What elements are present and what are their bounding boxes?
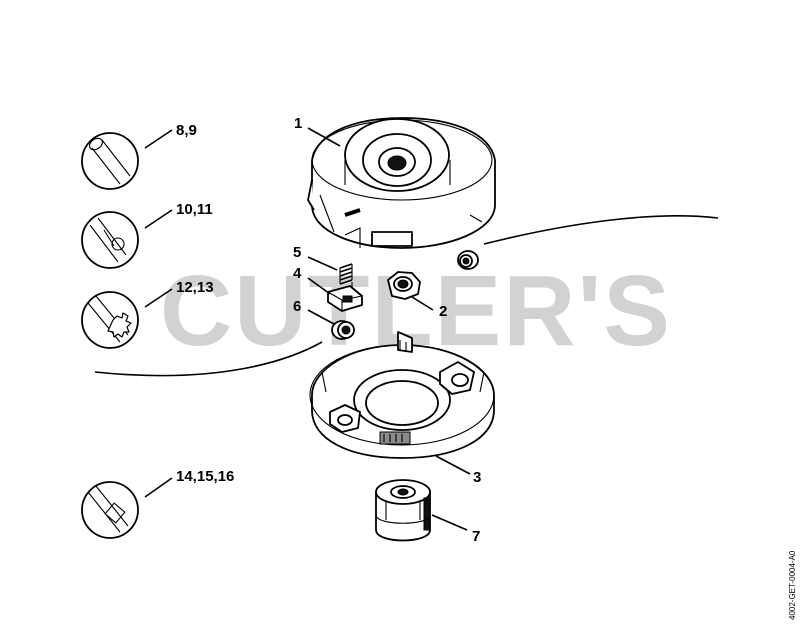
leader-5 (307, 256, 338, 271)
callout-7: 7 (472, 528, 480, 545)
leader-14-16 (144, 477, 173, 498)
leader-2 (411, 296, 434, 311)
callout-8-9: 8,9 (176, 122, 197, 139)
knob-part (375, 479, 431, 542)
star-line-section-icon (81, 291, 139, 349)
callout-14-16: 14,15,16 (176, 468, 234, 485)
callout-3: 3 (473, 469, 481, 486)
eyelet-part-right (457, 250, 479, 270)
square-line-section-icon (81, 481, 139, 539)
leader-1 (307, 127, 341, 147)
cutting-line-left (94, 341, 323, 377)
eyelet-part (331, 320, 355, 340)
leader-4 (307, 277, 331, 295)
callout-1: 1 (294, 115, 302, 132)
leader-6 (307, 309, 335, 325)
leader-10-11 (144, 209, 173, 229)
callout-12-13: 12,13 (176, 279, 214, 296)
drawing-code: 4002-GET-0004-A0 (788, 550, 797, 620)
round-line-section-icon (81, 132, 139, 190)
callout-2: 2 (439, 303, 447, 320)
callout-5: 5 (293, 244, 301, 261)
callout-6: 6 (293, 298, 301, 315)
leader-7 (431, 514, 468, 531)
slider-part (327, 282, 363, 312)
leader-8-9 (144, 129, 173, 149)
nut-part (387, 271, 421, 300)
spring-part (339, 263, 353, 285)
cutting-line-right (483, 215, 719, 245)
leader-3 (435, 455, 471, 475)
lower-housing-part (309, 331, 495, 459)
leader-12-13 (144, 288, 173, 308)
callout-4: 4 (293, 265, 302, 282)
twisted-line-section-icon (81, 211, 139, 269)
callout-10-11: 10,11 (176, 201, 213, 218)
spool-cover-part (307, 117, 496, 249)
